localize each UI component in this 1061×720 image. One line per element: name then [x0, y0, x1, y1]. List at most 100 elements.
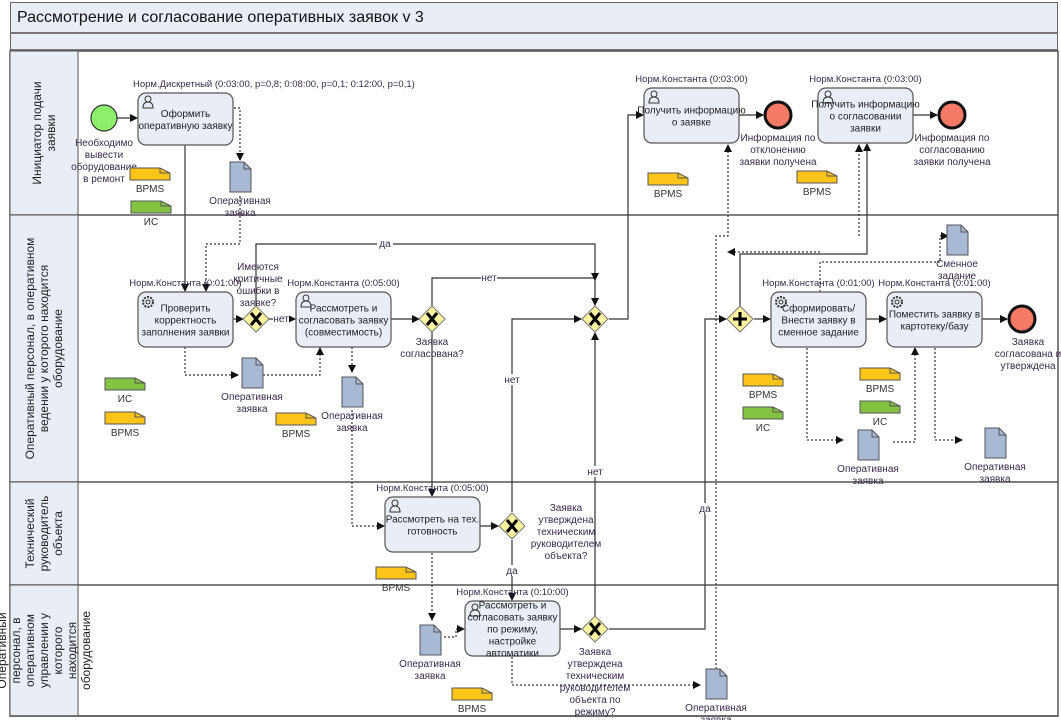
data-store-bpms: BPMS [859, 367, 901, 395]
sequence-flow [739, 143, 871, 306]
association [715, 144, 732, 673]
flow-label-bg [697, 503, 713, 514]
association [202, 196, 241, 292]
task-norm-label: Норм.Константа (0:10:00) [456, 587, 568, 598]
gear-icon-hub [145, 299, 151, 305]
exclusive-x-icon [425, 312, 439, 326]
end-event-circle [1007, 304, 1037, 334]
flow-label-bg [504, 565, 520, 576]
gateway-diamond [581, 615, 609, 643]
association [819, 232, 949, 292]
bpms-label: BPMS [866, 384, 895, 395]
exclusive-x-icon [588, 312, 602, 326]
bpms-fold [405, 567, 416, 573]
gateway-g3 [581, 305, 609, 333]
association [511, 657, 701, 689]
document-icon [229, 161, 252, 193]
user-icon-body [142, 101, 154, 109]
data-store-bpms: BPMS [451, 687, 493, 715]
document-icon [984, 427, 1007, 459]
document-icon [705, 668, 728, 700]
start-event-circle [90, 104, 118, 132]
bpms-label: BPMS [382, 583, 411, 594]
data-store-bpms: BPMS [796, 170, 838, 198]
is-shape [104, 377, 146, 391]
association [893, 347, 919, 443]
flow-label-bg [377, 238, 393, 249]
task-norm-label: Норм.Константа (0:05:00) [376, 483, 488, 494]
bpms-shape [796, 170, 838, 184]
user-icon-head [471, 603, 479, 611]
data-store-is: ИС [859, 400, 901, 428]
exclusive-x-icon [249, 312, 263, 326]
flow-label-no: нет [587, 467, 603, 478]
association [934, 348, 963, 444]
document-fold [433, 625, 441, 633]
gateway-diamond [726, 305, 754, 333]
bpms-fold [305, 413, 316, 419]
task-box [643, 87, 740, 144]
end-event-circle [763, 100, 793, 130]
task-box [137, 92, 234, 146]
bpms-shape [742, 373, 784, 387]
is-label: ИС [144, 217, 158, 228]
task-label: Рассмотреть на тех.готовность [386, 515, 480, 538]
is-label: ИС [873, 417, 887, 428]
gear-icon-hub [778, 299, 784, 305]
task-norm-label: Норм.Константа (0:01:00) [129, 278, 241, 289]
flow-label-no: нет [273, 314, 289, 325]
flow-label-bg [273, 313, 289, 324]
bpms-fold [826, 171, 837, 177]
pool [9, 50, 1059, 717]
task-box [137, 291, 234, 348]
bpms-label: BPMS [136, 184, 165, 195]
association [351, 410, 385, 530]
lane-label: Оперативныйперсонал, воперативномуправле… [0, 611, 93, 690]
flow-label-yes: да [699, 504, 711, 515]
data-store-bpms: BPMS [742, 373, 784, 401]
bpms-label: BPMS [111, 428, 140, 439]
gear-icon-hub [894, 299, 900, 305]
task-box [886, 291, 983, 348]
flow-label-bg [481, 272, 497, 283]
user-icon-body [300, 300, 312, 308]
sequence-flow [431, 273, 599, 306]
user-icon-head [391, 499, 399, 507]
lane-2: Оперативный персонал, в оперативномведен… [9, 214, 1058, 483]
data-store-bpms: BPMS [275, 412, 317, 440]
data-store-is: ИС [104, 377, 146, 405]
lane-label: Оперативный персонал, в оперативномведен… [23, 238, 65, 460]
lane-label: Техническийруководительобъекта [23, 496, 65, 572]
gateway-diamond [418, 305, 446, 333]
gateway-diamond [581, 305, 609, 333]
sequence-flow [609, 111, 644, 320]
is-fold [772, 407, 783, 413]
flow-label-bg [587, 466, 603, 477]
bpms-fold [889, 368, 900, 374]
document-fold [998, 428, 1006, 436]
